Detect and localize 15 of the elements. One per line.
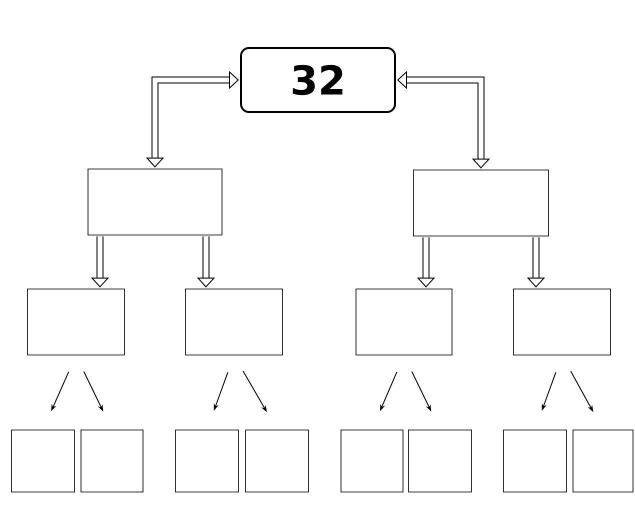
empty-box xyxy=(185,288,283,356)
empty-box xyxy=(340,430,404,492)
empty-box xyxy=(503,430,567,492)
empty-box xyxy=(88,168,222,236)
empty-box xyxy=(513,288,611,356)
empty-box xyxy=(80,430,144,492)
empty-box xyxy=(11,430,75,492)
number-box: 32 xyxy=(240,47,396,113)
empty-box xyxy=(245,430,309,492)
empty-box xyxy=(408,430,472,492)
empty-box xyxy=(572,430,634,492)
empty-box xyxy=(413,170,549,236)
empty-box xyxy=(27,288,125,356)
empty-box xyxy=(175,430,239,492)
empty-box xyxy=(356,288,452,356)
